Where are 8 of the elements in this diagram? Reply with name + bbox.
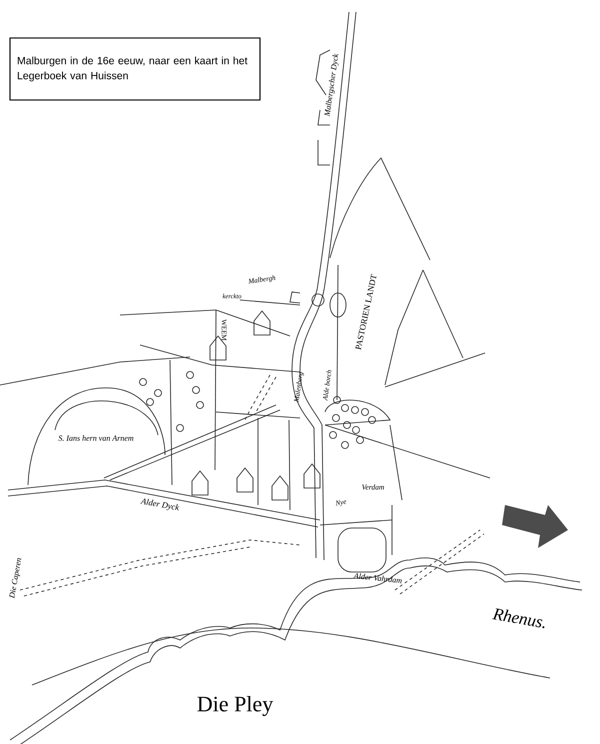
map-label: Alder Dyck xyxy=(140,498,180,510)
map-label: S. Ians hern van Arnem xyxy=(58,435,134,441)
map-label: Alder Vahrdam xyxy=(353,573,402,584)
map-label: Die Pley xyxy=(197,696,274,716)
map-label: Die Caperen xyxy=(9,558,22,598)
caption-box: Malburgen in de 16e eeuw, naar een kaart in het Legerboek van Huissen xyxy=(9,37,261,101)
map-label: Rhenus. xyxy=(492,608,544,628)
map-label: Malbergscher Dyck xyxy=(324,53,338,117)
